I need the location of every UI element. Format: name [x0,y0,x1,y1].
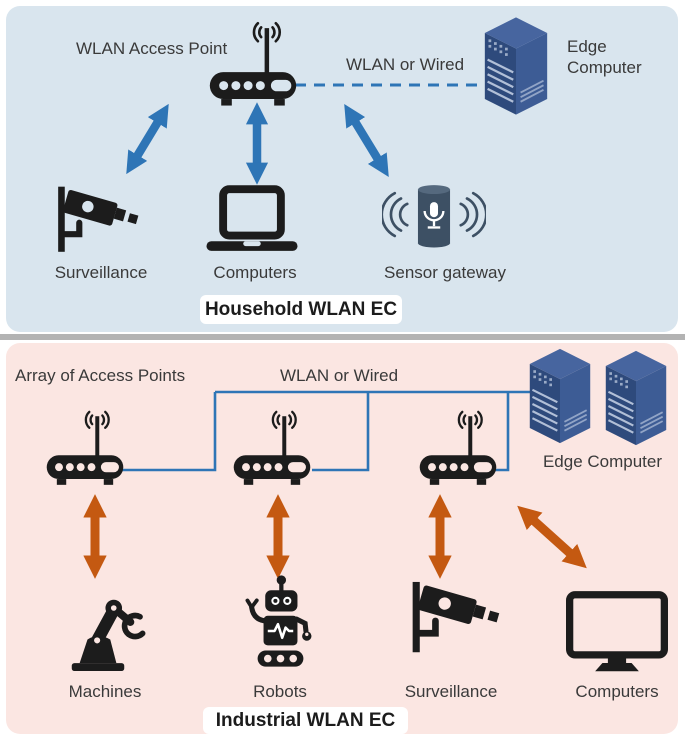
edge-computer-label: Edge Computer [567,37,642,78]
router-icon [208,20,298,108]
industrial-panel: Array of Access Points WLAN or Wired [6,343,678,734]
server-icon-1 [528,346,592,446]
bidirectional-arrow-computers [517,505,587,569]
server-icon [483,14,549,118]
household-caption: Household WLAN EC [200,295,402,324]
industrial-caption: Industrial WLAN EC [203,707,408,734]
microphone-icon [423,202,445,229]
router-icon-2 [232,409,312,487]
robot-icon [238,575,323,670]
server-icon-2 [604,348,668,448]
edge-computer-label: Edge Computer [542,452,663,471]
device-label-computers: Computers [575,682,659,701]
device-label-surveillance: Surveillance [404,682,498,701]
bidirectional-arrow-surveillance [126,103,169,175]
device-label-robots: Robots [253,682,307,701]
wifi-waves-icon [271,410,297,429]
cctv-camera-icon [52,186,140,256]
device-label-machines: Machines [68,682,142,701]
cctv-camera-icon [406,581,501,657]
wifi-waves-icon [457,410,483,429]
device-label-sensor-gateway: Sensor gateway [384,263,506,282]
smart-speaker-icon [382,178,486,260]
bidirectional-arrow-sensor-gateway [344,103,389,178]
wlan-or-wired-label: WLAN or Wired [280,366,399,385]
array-access-points-label: Array of Access Points [15,366,186,385]
wlan-or-wired-label: WLAN or Wired [346,55,465,74]
household-panel: WLAN Access Point WLAN [6,6,678,332]
access-point-label: WLAN Access Point [76,39,228,58]
device-label-surveillance: Surveillance [54,263,148,282]
laptop-icon [203,185,301,259]
router-icon-3 [418,409,498,487]
panel-divider [0,334,685,340]
device-label-computers: Computers [213,263,297,282]
monitor-icon [566,591,668,675]
wifi-waves-icon [252,21,281,43]
router-icon-1 [45,409,125,487]
robot-arm-icon [55,587,155,671]
wifi-waves-icon [84,410,110,429]
